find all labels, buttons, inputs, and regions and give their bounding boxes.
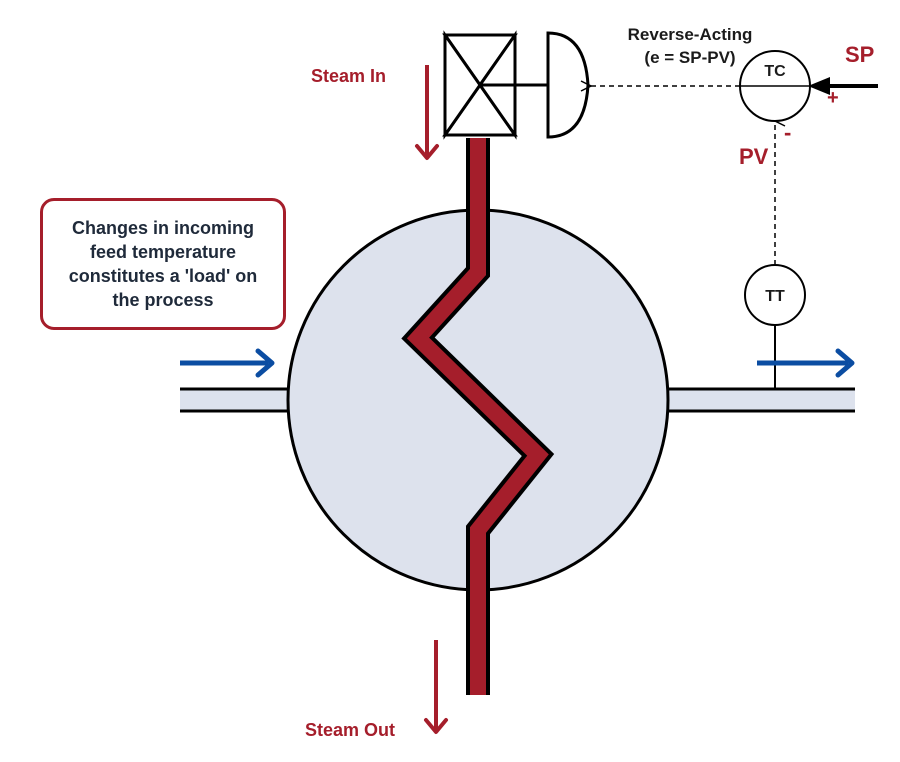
- steam-coil: [401, 138, 555, 695]
- setpoint-line: [808, 77, 878, 95]
- tt-label: TT: [765, 288, 785, 305]
- pv-label: PV: [739, 144, 769, 169]
- steam-out-label: Steam Out: [305, 720, 395, 740]
- sp-label: SP: [845, 42, 874, 67]
- control-valve: [442, 30, 548, 140]
- outlet-pipe: [655, 387, 855, 413]
- steam-in-label: Steam In: [311, 66, 386, 86]
- tc-label: TC: [764, 63, 786, 80]
- temperature-transmitter: TT: [744, 264, 806, 389]
- mode-equation: (e = SP-PV): [644, 48, 735, 67]
- valve-actuator: [546, 31, 590, 139]
- load-note-box: Changes in incoming feed temperature con…: [40, 198, 286, 330]
- mode-title: Reverse-Acting: [628, 25, 753, 44]
- steam-in-arrow: [415, 65, 439, 160]
- inlet-pipe: [180, 387, 295, 413]
- steam-out-arrow: [424, 640, 448, 734]
- inlet-flow-arrow: [180, 348, 275, 378]
- outlet-flow-arrow: [757, 348, 855, 378]
- load-note-text: Changes in incoming feed temperature con…: [68, 218, 258, 310]
- plus-sign: +: [827, 87, 839, 109]
- minus-sign: -: [784, 120, 791, 145]
- temperature-controller: TC: [739, 50, 811, 122]
